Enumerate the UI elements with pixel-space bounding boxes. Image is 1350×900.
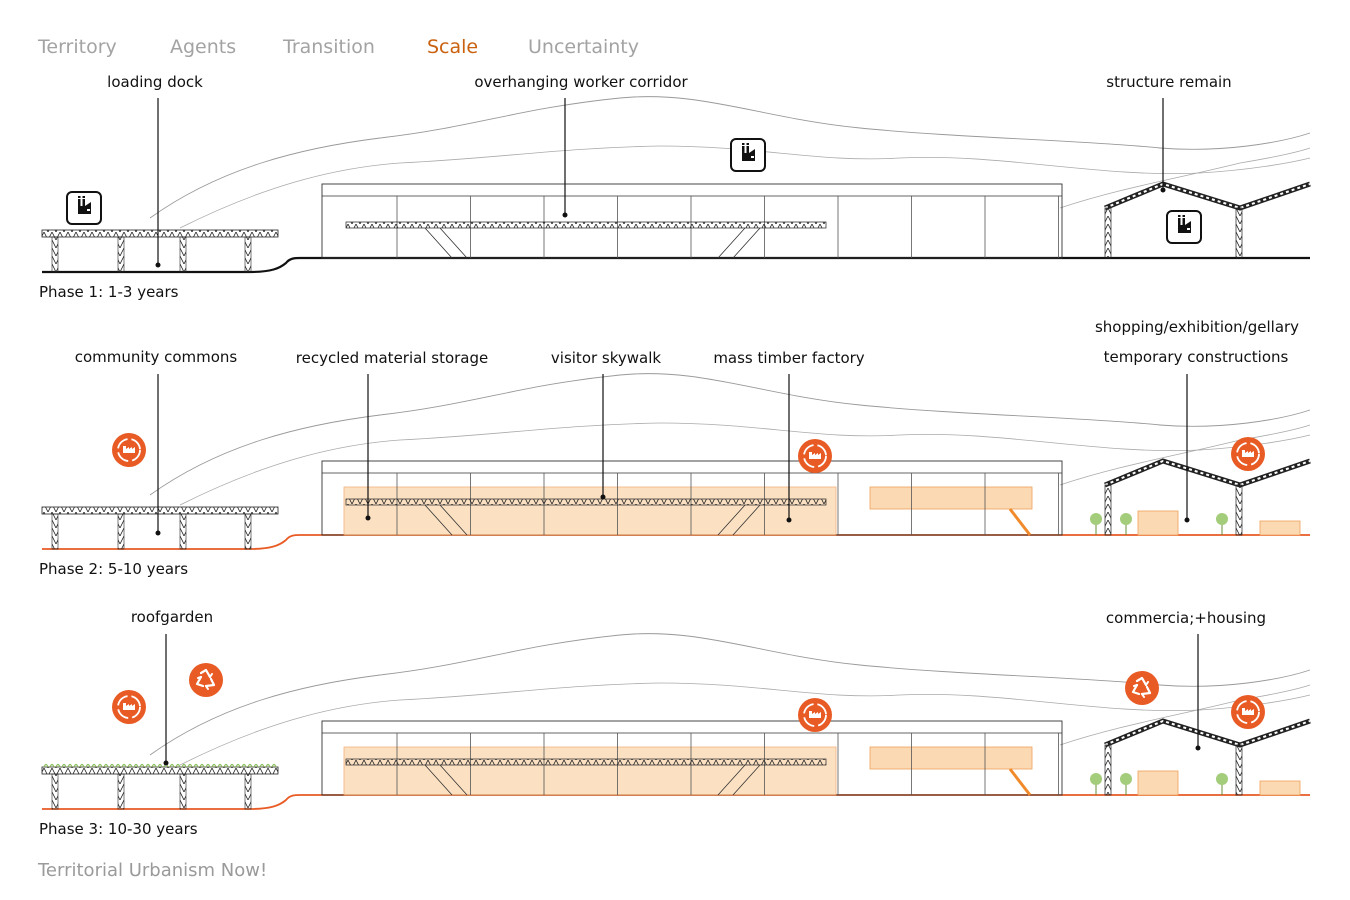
label-community-commons: community commons	[74, 348, 238, 366]
leader-dots	[155, 187, 1201, 766]
recycle-icon	[1123, 669, 1161, 707]
recycle-icon	[187, 661, 225, 699]
recycle-factory-icon	[797, 697, 833, 733]
label-commercial-housing: commercia;+housing	[1105, 609, 1267, 627]
factory-icon	[1167, 211, 1201, 243]
tab-uncertainty[interactable]: Uncertainty	[528, 36, 640, 58]
label-loading-dock: loading dock	[107, 73, 203, 91]
label-roofgarden: roofgarden	[130, 608, 214, 626]
tab-territory[interactable]: Territory	[38, 36, 117, 58]
label-structure-remain: structure remain	[1106, 73, 1232, 91]
phase-3-title: Phase 3: 10-30 years	[39, 820, 198, 838]
factory-icon	[67, 192, 101, 224]
phase-2-title: Phase 2: 5-10 years	[39, 560, 189, 578]
label-shopping-exhibition-gallery: shopping/exhibition/gellary	[1094, 318, 1300, 336]
recycle-factory-icon	[1230, 694, 1266, 730]
leader-lines	[157, 98, 1199, 763]
label-overhanging-worker-corridor: overhanging worker corridor	[474, 73, 688, 91]
tab-transition[interactable]: Transition	[283, 36, 375, 58]
recycle-factory-icon	[1230, 436, 1266, 472]
label-temporary-constructions: temporary constructions	[1103, 348, 1289, 366]
recycle-factory-icon	[797, 438, 833, 474]
section-phase-1	[41, 96, 1311, 274]
recycle-factory-icon	[111, 689, 147, 725]
recycle-factory-icon	[111, 432, 147, 468]
label-visitor-skywalk: visitor skywalk	[550, 349, 662, 367]
footer-title: Territorial Urbanism Now!	[38, 860, 268, 881]
label-recycled-material-storage: recycled material storage	[295, 349, 489, 367]
phase-1-title: Phase 1: 1-3 years	[39, 283, 179, 301]
tab-agents[interactable]: Agents	[170, 36, 237, 58]
section-phase-2	[41, 373, 1311, 550]
label-mass-timber-factory: mass timber factory	[713, 349, 865, 367]
section-phase-3	[41, 633, 1311, 810]
factory-icon	[731, 139, 765, 171]
tab-scale[interactable]: Scale	[427, 36, 479, 58]
